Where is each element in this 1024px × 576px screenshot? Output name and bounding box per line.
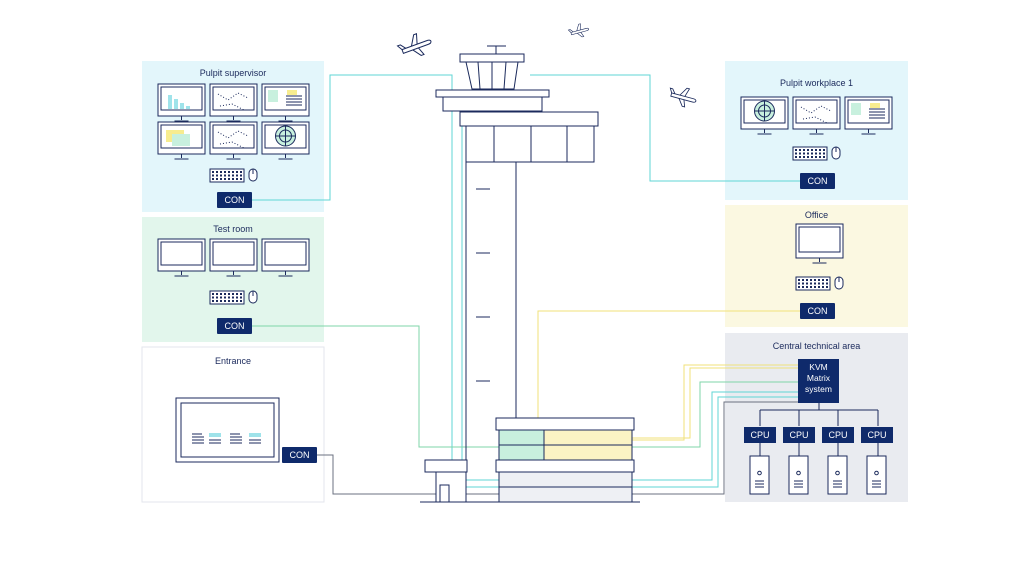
cpu-box: CPU <box>861 427 893 443</box>
monitor-icon <box>157 238 206 277</box>
room-title: Test room <box>213 224 253 234</box>
pc-towers <box>749 455 887 495</box>
monitor-icon <box>209 83 258 122</box>
pc-tower-icon <box>788 455 809 495</box>
keyboard-icon <box>795 276 831 291</box>
con-pulpit-workplace: CON <box>800 173 835 189</box>
keyboard-icon <box>792 146 828 161</box>
room-title: Office <box>804 210 829 220</box>
line-test-room-2 <box>632 381 798 448</box>
room-pulpit-supervisor: Pulpit supervisor <box>142 61 324 81</box>
monitors-group <box>157 83 893 305</box>
monitor-icon <box>740 96 789 135</box>
monitor-icon <box>209 121 258 160</box>
room-central-technical: Central technical area <box>725 333 908 353</box>
con-entrance: CON <box>282 447 317 463</box>
airplane-icon <box>567 23 589 38</box>
control-tower-icon <box>420 45 640 503</box>
room-pulpit-workplace: Pulpit workplace 1 <box>725 61 908 88</box>
con-pulpit-supervisor: CON <box>217 192 252 208</box>
room-test-room: Test room <box>142 217 324 237</box>
kvm-matrix-system: KVM Matrix system <box>798 359 839 403</box>
monitor-icon <box>261 238 310 277</box>
kvm-label-line: Matrix <box>806 373 831 383</box>
mouse-icon <box>248 290 258 304</box>
line-office-2 <box>632 364 798 441</box>
con-test-room: CON <box>217 318 252 334</box>
monitor-icon <box>209 238 258 277</box>
mouse-icon <box>834 276 844 290</box>
kvm-cpu-links <box>759 403 879 456</box>
room-title: Entrance <box>214 356 252 366</box>
kvm-label-line: system <box>805 384 832 394</box>
con-office: CON <box>800 303 835 319</box>
cpu-box: CPU <box>783 427 815 443</box>
mouse-icon <box>248 168 258 182</box>
airplane-icon <box>669 87 697 108</box>
pc-tower-icon <box>827 455 848 495</box>
room-office: Office <box>725 205 908 225</box>
cpu-box: CPU <box>822 427 854 443</box>
kvm-label-line: KVM <box>809 362 828 372</box>
line-test-room <box>252 325 499 448</box>
line-supervisor <box>252 74 798 481</box>
monitor-icon <box>795 223 844 264</box>
monitor-icon <box>261 121 310 160</box>
entrance-display-icon <box>175 397 280 463</box>
monitor-icon <box>844 96 893 135</box>
room-entrance: Entrance <box>142 347 324 367</box>
pc-tower-icon <box>866 455 887 495</box>
airplane-icon <box>396 33 432 56</box>
monitor-icon <box>157 121 206 160</box>
keyboard-icon <box>209 290 245 305</box>
monitor-icon <box>157 83 206 122</box>
room-title: Central technical area <box>772 341 861 351</box>
line-workplace-down <box>461 100 798 488</box>
monitor-icon <box>792 96 841 135</box>
room-title: Pulpit supervisor <box>199 68 267 78</box>
pc-tower-icon <box>749 455 770 495</box>
monitor-icon <box>261 83 310 122</box>
line-workplace <box>530 74 800 182</box>
room-title: Pulpit workplace 1 <box>779 78 854 88</box>
cpu-box: CPU <box>744 427 776 443</box>
mouse-icon <box>831 146 841 160</box>
keyboard-icon <box>209 168 245 183</box>
